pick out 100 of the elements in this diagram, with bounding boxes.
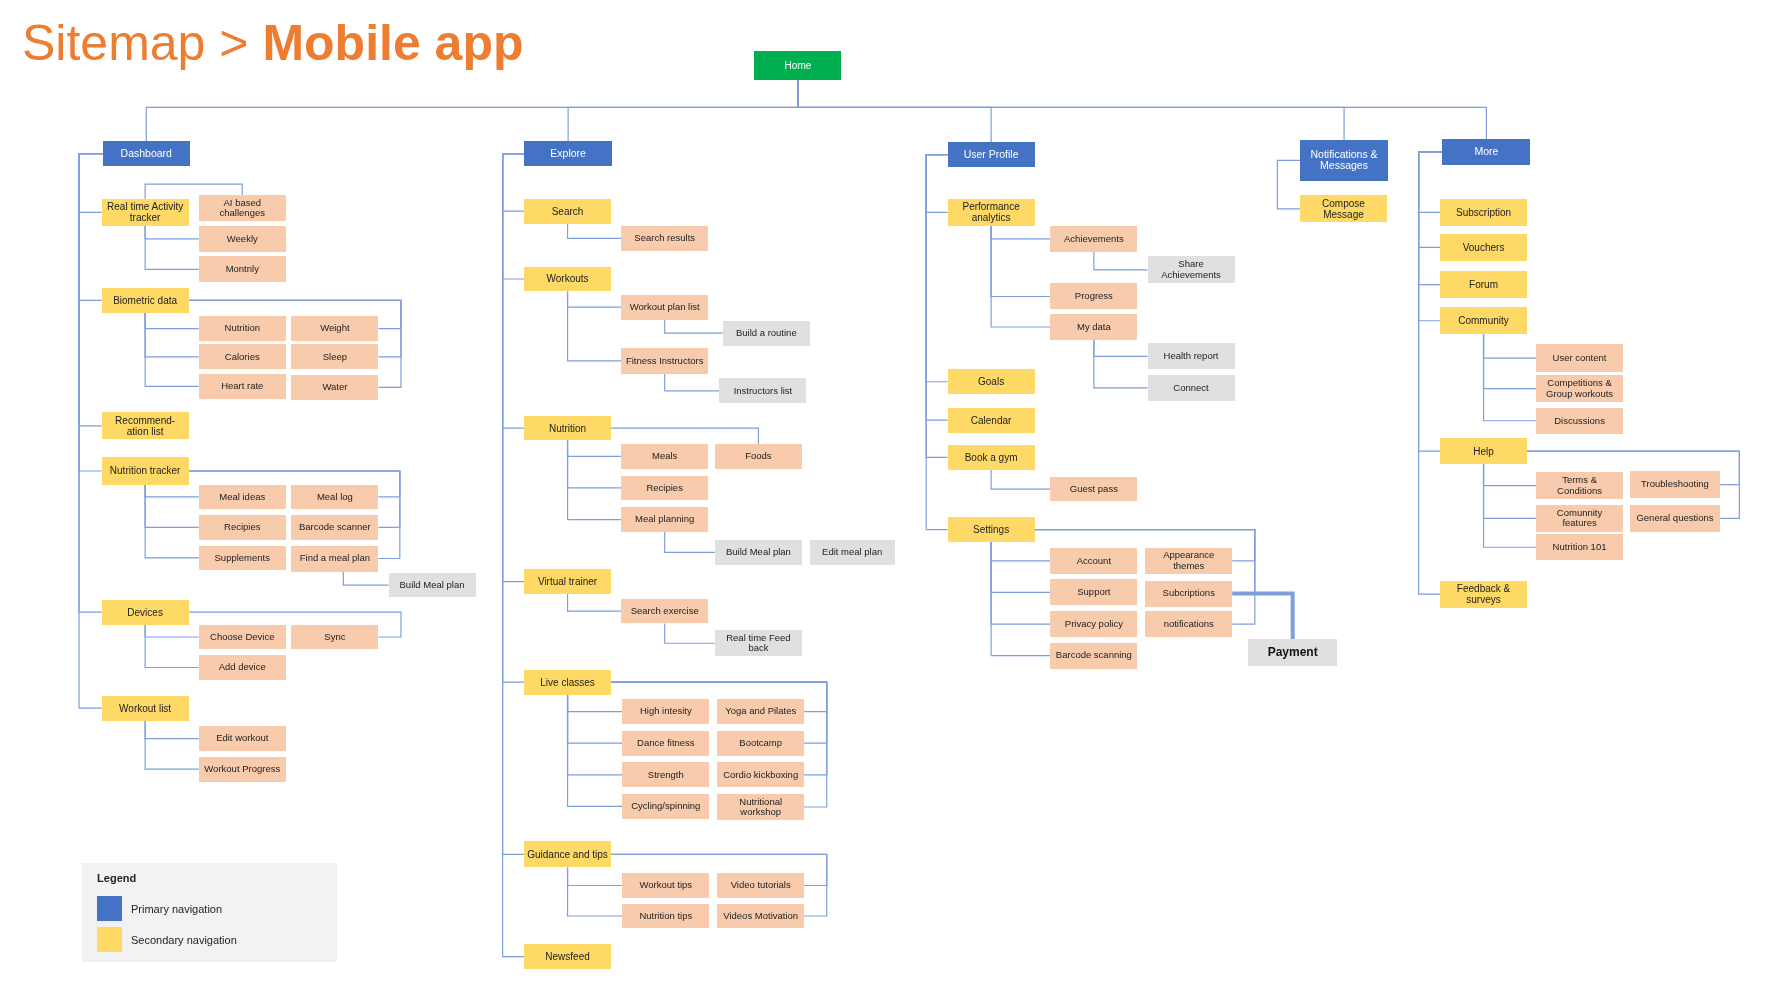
node-label: Foods bbox=[745, 451, 772, 462]
subpage-box bbox=[388, 572, 476, 598]
secondary-nav-box bbox=[1440, 233, 1528, 261]
connector-line bbox=[664, 531, 716, 553]
page-box bbox=[622, 794, 710, 819]
connector-line bbox=[188, 299, 402, 388]
page-box bbox=[621, 443, 709, 469]
page-box bbox=[622, 699, 710, 724]
page-box bbox=[1536, 407, 1624, 434]
node-label: Account bbox=[1076, 555, 1112, 566]
node-label: Cordio kickboxing bbox=[723, 769, 799, 780]
secondary-nav-box bbox=[1440, 580, 1528, 608]
connector-line bbox=[144, 720, 200, 770]
page-box bbox=[1629, 504, 1721, 532]
page-box bbox=[291, 344, 379, 370]
node-label: Meals bbox=[652, 451, 678, 462]
page-box bbox=[1536, 344, 1624, 372]
connector-line bbox=[1276, 159, 1301, 210]
subpage-box bbox=[1147, 256, 1235, 284]
node-label: Newsfeed bbox=[545, 951, 590, 963]
connector-line bbox=[1034, 529, 1256, 625]
node-label: Workout tips bbox=[639, 880, 693, 891]
node-label: Real time Feed back bbox=[725, 632, 792, 654]
node-label: Edit workout bbox=[216, 733, 269, 744]
node-label: Cycling/spinning bbox=[631, 801, 701, 812]
connector-line bbox=[566, 694, 623, 808]
node-label: notifications bbox=[1163, 618, 1214, 630]
page-box bbox=[198, 373, 286, 399]
node-label: Notifications & Messages bbox=[1309, 148, 1379, 172]
page-box bbox=[621, 475, 709, 501]
node-label: Health report bbox=[1163, 351, 1219, 362]
node-label: Settings bbox=[973, 524, 1010, 536]
node-label: Goals bbox=[978, 376, 1005, 388]
page-box bbox=[621, 598, 709, 624]
node-label: Guidance and tips bbox=[527, 848, 608, 860]
secondary-nav-box bbox=[524, 415, 612, 441]
page-box bbox=[717, 762, 805, 788]
page-box bbox=[714, 443, 802, 469]
secondary-nav-box bbox=[101, 412, 189, 440]
subpage-box bbox=[809, 539, 895, 565]
node-label: Vouchers bbox=[1462, 241, 1505, 253]
connector-line bbox=[1482, 333, 1537, 422]
node-label: Search bbox=[551, 205, 584, 217]
page-box bbox=[621, 225, 709, 251]
node-label: Community bbox=[1458, 315, 1509, 327]
node-label: Sync bbox=[324, 631, 346, 643]
page-box bbox=[1050, 642, 1138, 669]
home-box bbox=[754, 50, 842, 81]
subpage-box bbox=[1147, 343, 1235, 370]
node-label: Sleep bbox=[322, 351, 348, 363]
connector-line bbox=[566, 439, 622, 521]
page-box bbox=[717, 903, 805, 929]
page-box bbox=[1536, 534, 1624, 561]
page-box bbox=[291, 515, 379, 540]
secondary-nav-box bbox=[947, 445, 1035, 470]
node-label: Dashboard bbox=[120, 147, 172, 160]
secondary-nav-box bbox=[1440, 271, 1528, 299]
page-box bbox=[1145, 611, 1233, 637]
node-label: Help bbox=[1473, 445, 1494, 457]
node-label: Recipies bbox=[224, 522, 261, 533]
node-label: Guest pass bbox=[1069, 483, 1118, 495]
page-box bbox=[291, 545, 379, 572]
node-label: Calories bbox=[224, 351, 260, 363]
connector-line bbox=[925, 154, 949, 531]
connector-line bbox=[664, 319, 724, 334]
secondary-nav-box bbox=[101, 695, 189, 721]
node-label: Connect bbox=[1173, 382, 1209, 394]
node-label: Edit meal plan bbox=[822, 547, 883, 558]
node-label: Dance fitness bbox=[637, 737, 695, 749]
connector-line bbox=[188, 611, 402, 638]
subpage-box bbox=[714, 539, 802, 565]
node-label: Video tutorials bbox=[730, 880, 791, 891]
node-label: Competitions & Group workouts bbox=[1545, 378, 1615, 399]
page-box bbox=[622, 762, 710, 788]
node-label: Meal log bbox=[316, 491, 353, 503]
node-label: Fitness Instructors bbox=[625, 355, 704, 367]
connector-line bbox=[990, 541, 1051, 657]
page-box bbox=[621, 294, 709, 320]
node-label: Live classes bbox=[540, 676, 595, 688]
node-label: Build a routine bbox=[735, 327, 797, 339]
node-label: Build Meal plan bbox=[725, 547, 791, 558]
node-label: Troubleshooting bbox=[1641, 479, 1709, 490]
node-label: Videos Motivation bbox=[723, 910, 799, 922]
connector-line bbox=[78, 153, 104, 709]
page-box bbox=[1536, 504, 1624, 532]
node-label: Appearance themes bbox=[1162, 550, 1216, 572]
page-box bbox=[198, 515, 286, 540]
legend-title: Legend bbox=[97, 871, 137, 884]
page-box bbox=[198, 655, 286, 680]
connector-line bbox=[566, 223, 622, 239]
node-label: Workout list bbox=[119, 702, 172, 714]
node-label: Feedback & surveys bbox=[1455, 583, 1512, 606]
connector-line bbox=[610, 681, 828, 808]
page-box bbox=[717, 699, 805, 724]
page-box bbox=[1145, 580, 1233, 607]
node-label: User content bbox=[1552, 352, 1607, 364]
node-label: General questions bbox=[1636, 513, 1714, 524]
page-box bbox=[622, 903, 710, 929]
connector-line bbox=[342, 570, 390, 586]
page-box bbox=[1050, 314, 1138, 340]
